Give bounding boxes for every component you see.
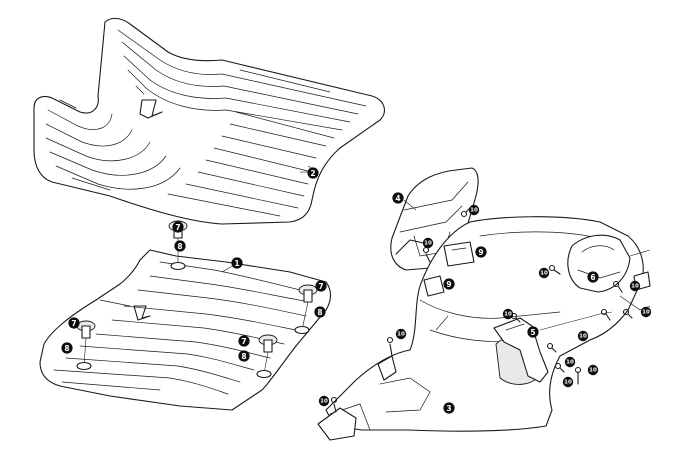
callout-dot [577, 330, 589, 342]
callout-7: 7 [68, 317, 80, 329]
callout-8: 8 [238, 350, 250, 362]
callout-10: 10 [640, 306, 652, 318]
callout-8: 8 [174, 240, 186, 252]
callout-label: 10 [566, 359, 574, 365]
callout-10: 10 [538, 267, 550, 279]
callout-label: 6 [590, 273, 595, 282]
callout-7: 7 [238, 335, 250, 347]
callout-label: 4 [395, 194, 400, 203]
callout-dot [231, 257, 243, 269]
callout-dot [564, 356, 576, 368]
mat-clip-c [76, 320, 96, 371]
callout-8: 8 [314, 306, 326, 318]
callout-dot [172, 221, 184, 233]
callout-label: 7 [241, 337, 246, 346]
callout-label: 2 [310, 169, 315, 178]
callout-dot [307, 167, 319, 179]
bracket-9-lower [423, 275, 445, 297]
callout-5: 5 [527, 326, 539, 338]
callout-label: 10 [589, 367, 597, 373]
callout-9: 9 [443, 278, 455, 290]
callout-dot [629, 280, 641, 292]
callout-dot [315, 280, 327, 292]
callout-1: 1 [231, 257, 243, 269]
callout-label: 10 [397, 331, 405, 337]
callout-dot [392, 192, 404, 204]
callout-dot [395, 328, 407, 340]
callout-dot [587, 364, 599, 376]
callout-10: 10 [587, 364, 599, 376]
callout-label: 7 [71, 319, 76, 328]
callout-8: 8 [61, 342, 73, 354]
callout-dot [314, 306, 326, 318]
callout-label: 10 [320, 398, 328, 404]
callout-10: 10 [564, 356, 576, 368]
callout-label: 9 [446, 280, 451, 289]
callout-dot [562, 376, 574, 388]
callout-10: 10 [629, 280, 641, 292]
callout-10: 10 [577, 330, 589, 342]
callout-dot [527, 326, 539, 338]
callout-10: 10 [318, 395, 330, 407]
callout-dot [468, 204, 480, 216]
callout-label: 3 [446, 404, 451, 413]
callout-10: 10 [422, 237, 434, 249]
callout-label: 1 [234, 259, 239, 268]
callout-label: 10 [424, 240, 432, 246]
callout-dot [174, 240, 186, 252]
callout-label: 7 [175, 223, 180, 232]
callout-dot [68, 317, 80, 329]
callout-label: 7 [318, 282, 323, 291]
callout-dot [422, 237, 434, 249]
callout-dot [538, 267, 550, 279]
callout-label: 9 [478, 248, 483, 257]
mat-clip-b [294, 284, 318, 335]
callout-label: 10 [642, 309, 650, 315]
callout-7: 7 [315, 280, 327, 292]
callout-dot [502, 308, 514, 320]
callout-layer: 2 7 8 1 7 8 7 8 7 8 4 10 10 9 9 10 6 10 10 10 10 5 10 10 10 10 3 10 [61, 167, 652, 414]
callout-label: 10 [564, 379, 572, 385]
callout-label: 10 [470, 207, 478, 213]
latch-assembly [567, 234, 651, 311]
floor-mat-lower [39, 249, 332, 411]
callout-10: 10 [562, 376, 574, 388]
callout-dot [318, 395, 330, 407]
callout-dot [238, 350, 250, 362]
callout-10: 10 [468, 204, 480, 216]
callout-3: 3 [443, 402, 455, 414]
mat-clip-d [256, 334, 278, 379]
callout-label: 5 [530, 328, 535, 337]
callout-dot [640, 306, 652, 318]
callout-dot [475, 246, 487, 258]
callout-2: 2 [307, 167, 319, 179]
callout-label: 8 [241, 352, 246, 361]
callout-dot [61, 342, 73, 354]
callout-10: 10 [395, 328, 407, 340]
callout-label: 10 [540, 270, 548, 276]
callout-label: 8 [64, 344, 69, 353]
callout-6: 6 [587, 271, 599, 283]
callout-dot [587, 271, 599, 283]
callout-9: 9 [475, 246, 487, 258]
callout-label: 8 [317, 308, 322, 317]
callout-label: 10 [631, 283, 639, 289]
callout-dot [238, 335, 250, 347]
callout-10: 10 [502, 308, 514, 320]
screw-set [330, 205, 633, 413]
floor-mat-upper [33, 17, 385, 225]
callout-dot [443, 278, 455, 290]
callout-7: 7 [172, 221, 184, 233]
callout-dot [443, 402, 455, 414]
callout-4: 4 [392, 192, 404, 204]
callout-label: 10 [504, 311, 512, 317]
bracket-9-upper [443, 241, 475, 267]
callout-label: 8 [177, 242, 182, 251]
callout-label: 10 [579, 333, 587, 339]
